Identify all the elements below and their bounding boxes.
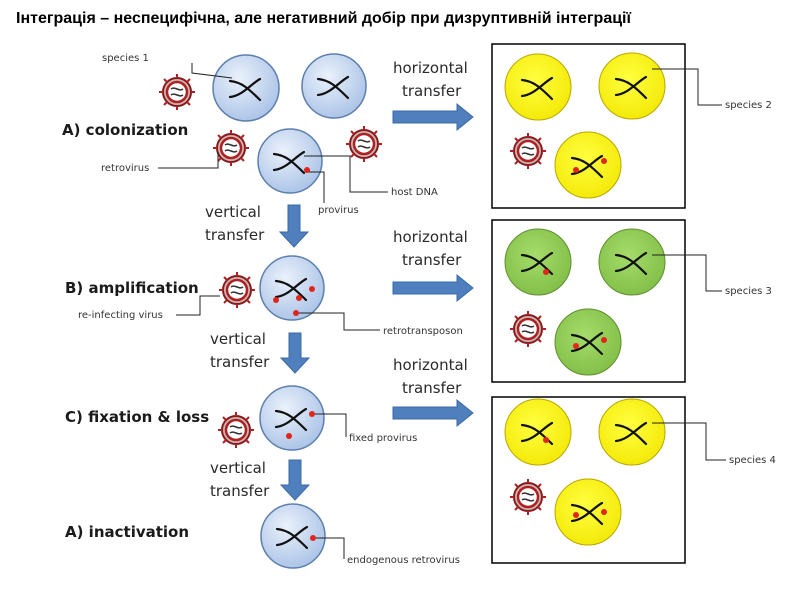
label-provirus: provirus (318, 205, 359, 216)
species2-cell (504, 53, 572, 121)
host-cell-species1 (212, 54, 280, 122)
species2-cell (598, 52, 666, 120)
horizontal-transfer-label-line1: horizontal (393, 356, 468, 374)
retrovirus-icon (344, 124, 384, 164)
provirus-marker (573, 512, 579, 518)
horizontal-transfer-label-line2: transfer (402, 251, 462, 269)
provirus-marker (601, 158, 607, 164)
label-species1: species 1 (102, 53, 149, 64)
horizontal-transfer-label-line1: horizontal (393, 228, 468, 246)
provirus-marker (309, 286, 315, 292)
vertical-transfer-arrow (279, 459, 311, 501)
species3-cell-infected (554, 308, 622, 376)
vertical-transfer-label-line1: vertical (210, 330, 266, 348)
reinfecting-virus-icon (217, 270, 257, 310)
vertical-transfer-label-line2: transfer (210, 353, 270, 371)
retrotransposon-marker (273, 297, 279, 303)
label-retrovirus: retrovirus (101, 163, 149, 174)
label-species3: species 3 (725, 286, 772, 297)
vertical-transfer-label-line2: transfer (205, 226, 265, 244)
provirus-marker (543, 437, 549, 443)
stage-colonization: A) colonization (62, 121, 188, 139)
horizontal-transfer-arrow (392, 102, 474, 132)
provirus-marker (573, 167, 579, 173)
label-species2: species 2 (725, 100, 772, 111)
stage-inactivation: A) inactivation (65, 523, 189, 541)
label-fixed-provirus: fixed provirus (349, 433, 417, 444)
provirus-marker (304, 167, 310, 173)
provirus-marker (601, 509, 607, 515)
retrotransposon-marker (293, 310, 299, 316)
vertical-transfer-label-line2: transfer (210, 482, 270, 500)
page-title: Інтеграція – неспецифічна, але негативни… (16, 10, 631, 27)
retrovirus-icon (157, 72, 197, 112)
label-host-dna: host DNA (391, 187, 438, 198)
host-cell-amplification (259, 255, 325, 321)
stage-fixation-loss: C) fixation & loss (65, 408, 209, 426)
species3-cell (504, 228, 572, 296)
horizontal-transfer-arrow (392, 398, 474, 428)
provirus-marker (601, 337, 607, 343)
fixed-provirus-marker (309, 411, 315, 417)
panel-species4 (491, 396, 686, 564)
panel-species2 (491, 43, 686, 209)
vertical-transfer-label-line1: vertical (210, 459, 266, 477)
host-cell-neighbor (301, 53, 367, 119)
lost-provirus-marker (286, 433, 292, 439)
retrovirus-icon (508, 131, 548, 171)
species4-cell-infected (554, 478, 622, 546)
species4-cell (598, 398, 666, 466)
panel-species3 (491, 219, 686, 383)
label-retrotransposon: retrotransposon (383, 326, 463, 337)
vertical-transfer-arrow (279, 332, 311, 374)
retrovirus-icon (216, 410, 256, 450)
stage-amplification: B) amplification (65, 279, 199, 297)
retrovirus-icon (508, 309, 548, 349)
vertical-transfer-label-line1: vertical (205, 203, 261, 221)
provirus-marker (296, 295, 302, 301)
species3-cell (598, 228, 666, 296)
horizontal-transfer-label-line1: horizontal (393, 59, 468, 77)
species2-cell-infected (554, 131, 622, 199)
retrovirus-icon (508, 477, 548, 517)
host-cell-inactivation (260, 503, 326, 569)
horizontal-transfer-arrow (392, 273, 474, 303)
label-endogenous-retrovirus: endogenous retrovirus (347, 555, 460, 566)
horizontal-transfer-label-line2: transfer (402, 379, 462, 397)
horizontal-transfer-label-line2: transfer (402, 82, 462, 100)
species4-cell (504, 398, 572, 466)
provirus-marker (573, 343, 579, 349)
provirus-marker (543, 269, 549, 275)
endogenous-retrovirus-marker (310, 535, 316, 541)
label-reinfecting-virus: re-infecting virus (78, 310, 163, 321)
host-cell-colonized (257, 128, 323, 194)
host-cell-fixation (259, 385, 325, 451)
label-species4: species 4 (729, 455, 776, 466)
vertical-transfer-arrow (278, 204, 310, 248)
